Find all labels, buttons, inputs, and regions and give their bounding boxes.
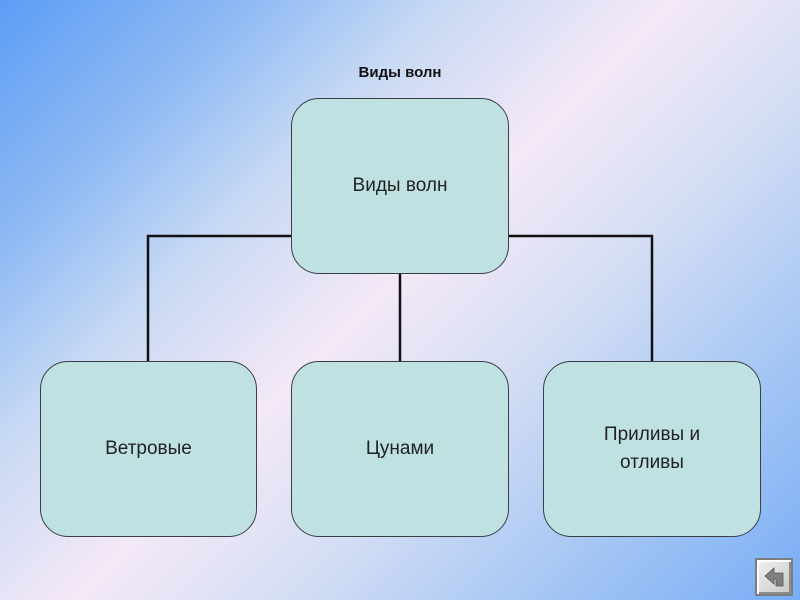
connector-root-to-child-3 [509, 234, 654, 361]
return-arrow-icon [764, 567, 784, 587]
child-node-tides: Приливы и отливы [543, 361, 761, 537]
slide-title: Виды волн [358, 64, 442, 81]
child-node-wind-waves: Ветровые [40, 361, 257, 537]
connector-root-to-child-1 [146, 234, 291, 361]
child-node-label: Приливы и отливы [603, 424, 701, 473]
root-node: Виды волн [291, 98, 509, 274]
child-node-tsunami: Цунами [291, 361, 509, 537]
return-button[interactable] [755, 558, 793, 596]
child-node-label: Цунами [365, 438, 435, 460]
root-node-label: Виды волн [352, 175, 448, 197]
child-node-label: Ветровые [105, 438, 192, 460]
